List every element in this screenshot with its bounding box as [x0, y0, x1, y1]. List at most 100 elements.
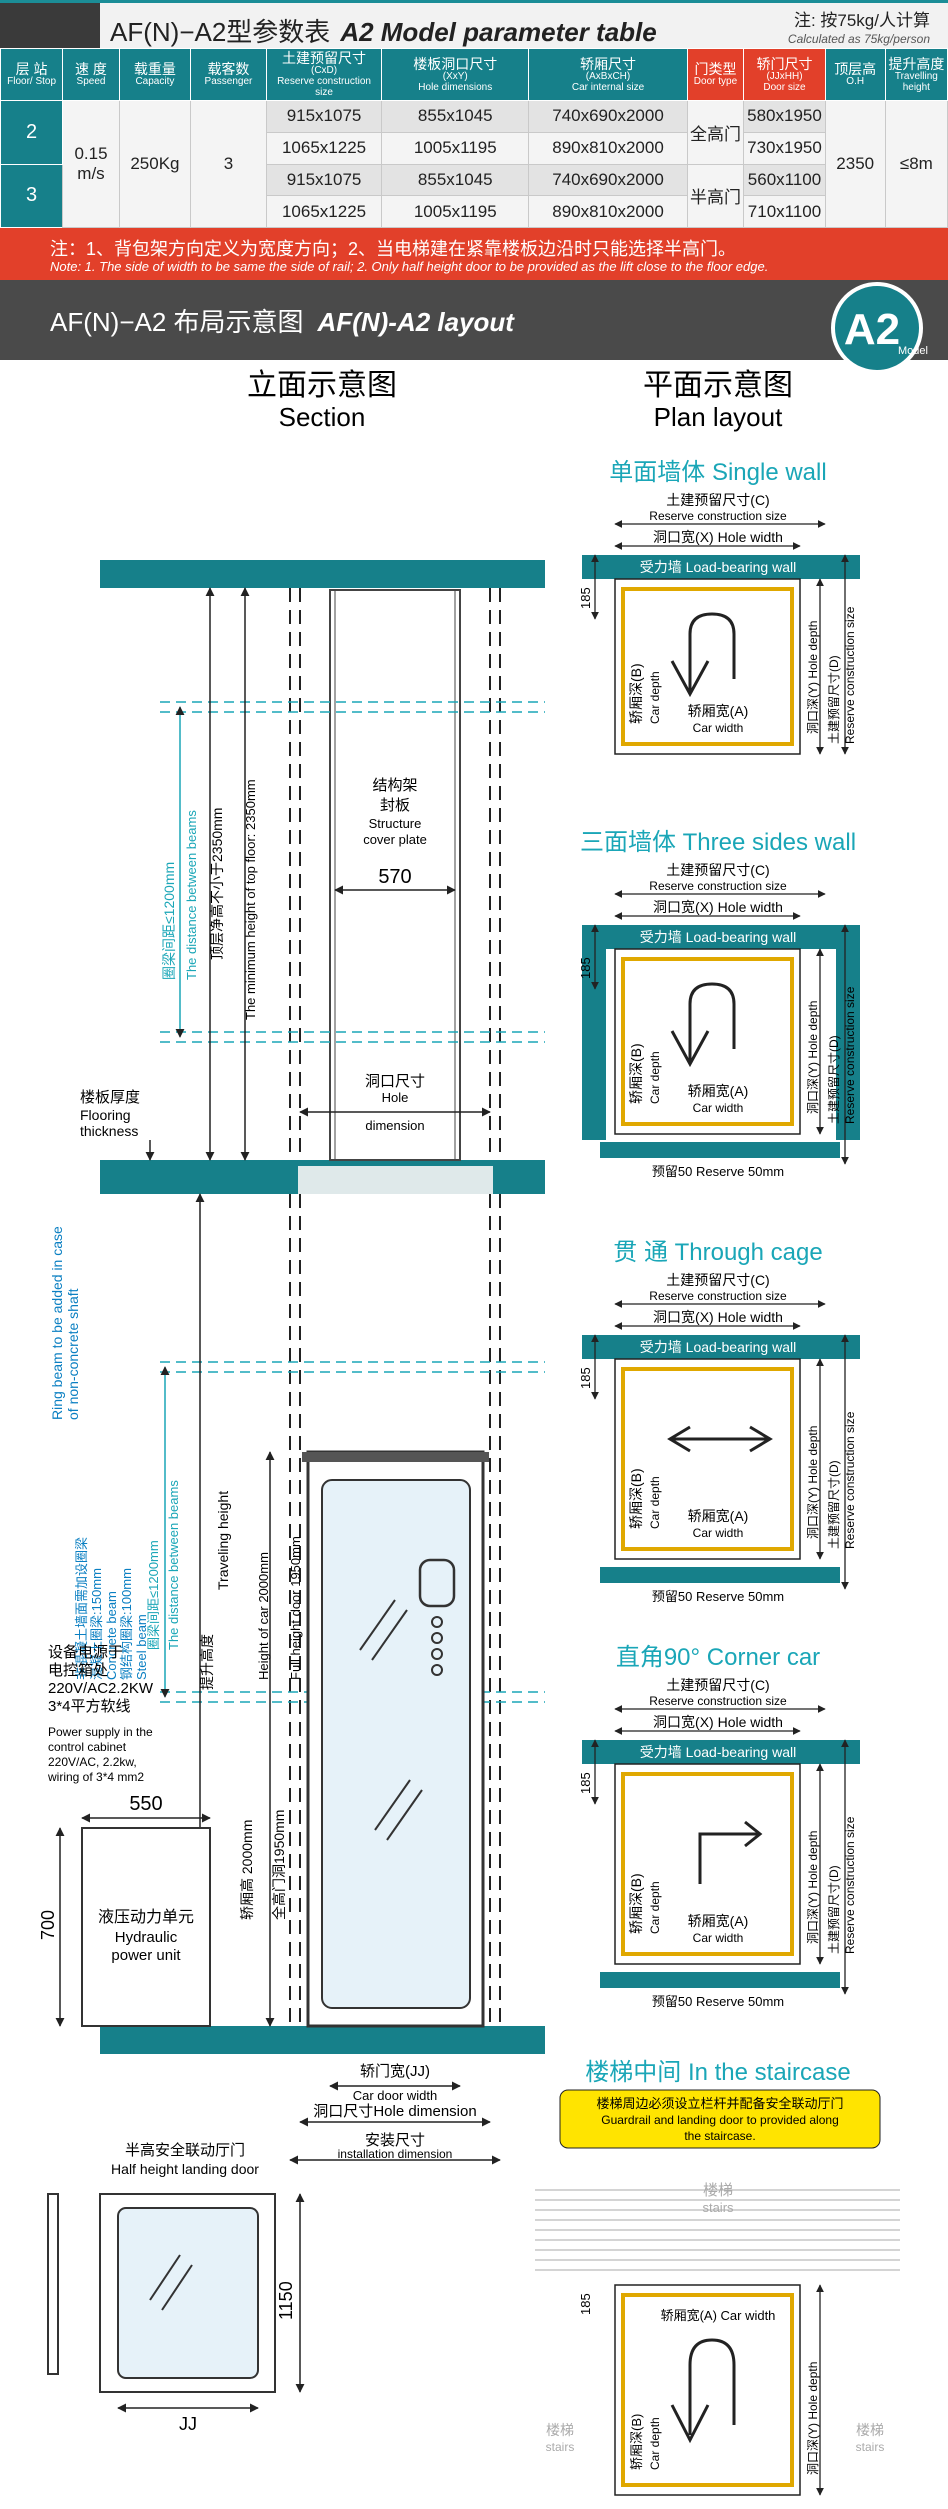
table-row: 3 915x1075 855x1045 740x690x2000 半高门 560…: [0, 163, 948, 228]
power-cn: 设备电源于: [48, 1644, 123, 1661]
cell-hole: 855x1045: [381, 163, 530, 197]
floor-en: Flooring: [80, 1107, 131, 1123]
travel-en: Traveling height: [215, 1491, 231, 1590]
car-depth-cn: 轿厢深(B): [629, 2414, 644, 2470]
glass-reflection: [359, 1599, 423, 1841]
reserve-depth-cn: 土建预留尺寸(D): [827, 1865, 841, 1954]
table-row: 1065x1225 1005x1195 890x810x2000 730x195…: [1, 131, 948, 165]
dim-185: 185: [578, 957, 593, 979]
load-bearing-wall: [582, 1335, 860, 1359]
shaft-columns: [289, 588, 501, 2026]
hole-depth: 洞口深(Y) Hole depth: [806, 2362, 820, 2475]
cell-stop: 3: [0, 163, 64, 228]
hole-depth: 洞口深(Y) Hole depth: [806, 1001, 820, 1114]
reserve-depth-en: Reserve construction size: [843, 1816, 857, 1954]
wall-label: 受力墙 Load-bearing wall: [640, 1744, 796, 1760]
cell-hole: 1005x1195: [381, 131, 530, 165]
cell-car: 890x810x2000: [528, 195, 688, 228]
half-door-reflection: [149, 2254, 193, 2311]
hole-width-label: 洞口宽(X) Hole width: [653, 1309, 783, 1325]
oh-en: The minimum height of top floor: 2350mm: [243, 779, 258, 1020]
note-cn: 注: 按75kg/人计算: [793, 11, 930, 30]
slab-opening-edge: [298, 1160, 493, 1166]
floor-cn: 楼板厚度: [80, 1088, 140, 1106]
reserve-50: 预留50 Reserve 50mm: [652, 1164, 784, 1179]
wall-label: 受力墙 Load-bearing wall: [640, 559, 796, 575]
car-width-en: Car width: [693, 721, 744, 735]
load-bearing-wall: [582, 925, 860, 949]
wall-label: 受力墙 Load-bearing wall: [640, 929, 796, 945]
staircase-note-en2: the staircase.: [684, 2129, 755, 2143]
car-depth-en: Car depth: [648, 671, 662, 724]
badge-text: A2: [844, 305, 900, 354]
reserve-cn: 土建预留尺寸(C): [666, 1677, 769, 1693]
direction-arrow-icon: [670, 612, 736, 698]
cover-cn: 结构架: [372, 777, 417, 794]
badge-circle: [831, 282, 923, 374]
power-cn2: 电控箱处: [48, 1662, 108, 1679]
cell-door-size: 710x1100: [743, 195, 826, 228]
concrete-en: Concrete beam: [104, 1591, 119, 1680]
doorh-cn: 全高门洞1950mm: [271, 1810, 287, 1920]
steel-cn: 钢结构圈梁:100mm: [119, 1568, 134, 1680]
hole-cn: 洞口尺寸: [365, 1073, 425, 1090]
car-depth-cn: 轿厢深(B): [628, 1873, 644, 1934]
reserve-cn: 土建预留尺寸(C): [666, 1272, 769, 1288]
reserve-en: Reserve construction size: [649, 1289, 787, 1303]
structure-frame: [329, 589, 461, 1161]
side-wall-left: [582, 925, 606, 1140]
hole-width-label: 洞口宽(X) Hole width: [653, 1714, 783, 1730]
cell-door-size: 730x1950: [743, 131, 826, 165]
stairs-cn: 楼梯: [703, 2182, 733, 2199]
plan-heading: 单面墙体 Single wall: [609, 459, 826, 486]
plan-heading: 贯 通 Through cage: [613, 1239, 822, 1266]
beam2-en: The distance between beams: [166, 1480, 181, 1650]
reserve-en: Reserve construction size: [649, 509, 787, 523]
car-width-cn: 轿厢宽(A): [688, 1508, 749, 1524]
half-door-glass: [117, 2207, 259, 2379]
car-depth-en: Car depth: [648, 1476, 662, 1529]
stairs-left-en: stairs: [546, 2440, 575, 2454]
title-cn: AF(N)−A2型参数表: [110, 17, 331, 47]
plan-title-cn: 平面示意图: [643, 369, 793, 402]
hole-en2: dimension: [365, 1118, 424, 1133]
car-width-cn: 轿厢宽(A): [688, 703, 749, 719]
cell-oh: 2350: [824, 100, 886, 228]
car-outline: [621, 2293, 794, 2487]
cover-cn2: 封板: [380, 796, 410, 814]
car-top-bar: [302, 1452, 489, 1462]
layout-title-en: AF(N)-A2 layout: [317, 307, 514, 337]
cell-reserve: 915x1075: [265, 163, 383, 197]
reserve-depth-en: Reserve construction size: [843, 606, 857, 744]
cover-en2: cover plate: [363, 832, 427, 847]
table-row: 2 0.15 m/s 250Kg 3 915x1075 855x1045 740…: [0, 100, 948, 228]
reserve-depth-cn: 土建预留尺寸(D): [827, 1460, 841, 1549]
reserve-depth-en: Reserve construction size: [843, 1411, 857, 1549]
cell-car: 740x690x2000: [528, 100, 688, 133]
cover-en: Structure: [369, 816, 422, 831]
header-accent-line: [0, 0, 948, 3]
hole-depth: 洞口深(Y) Hole depth: [806, 621, 820, 734]
power-cn4: 3*4平方软线: [48, 1698, 131, 1715]
power-unit: [81, 1827, 211, 2027]
hole-width-label: 洞口宽(X) Hole width: [653, 899, 783, 915]
direction-arrow-icon: [670, 2338, 736, 2444]
reserve-cn: 土建预留尺寸(C): [666, 862, 769, 878]
car-width-cn: 轿厢宽(A): [688, 1083, 749, 1099]
car-depth-en: Car depth: [648, 2417, 662, 2470]
cell-door-size: 580x1950: [743, 100, 826, 133]
car-width-cn: 轿厢宽(A): [688, 1913, 749, 1929]
cell-door-type: 半高门: [686, 163, 745, 228]
cell-passenger: 3: [190, 100, 267, 228]
carh-en: Height of car 2000mm: [256, 1552, 271, 1680]
car-outline: [621, 957, 794, 1126]
